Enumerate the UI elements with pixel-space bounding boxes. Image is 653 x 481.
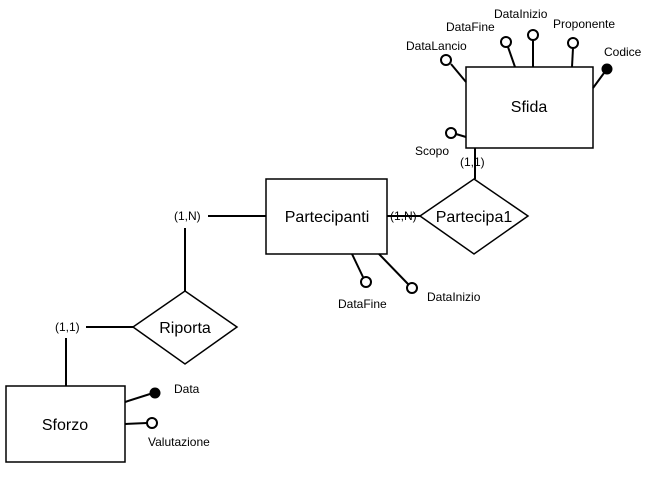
relationship-riporta: Riporta: [131, 290, 239, 365]
relationship-riporta-diamond: [131, 290, 239, 365]
attr-marker-datainizio-partecipanti: [406, 282, 418, 294]
attr-line-datainizio-partecipanti: [378, 253, 409, 285]
attr-marker-data: [149, 387, 161, 399]
entity-sforzo: Sforzo: [5, 385, 126, 463]
relationship-partecipa1-label: Partecipa1: [436, 209, 513, 226]
cardinality-sforzo-riporta: (1,1): [55, 320, 80, 334]
entity-partecipanti-box: [265, 178, 388, 255]
attr-label-data: Data: [174, 382, 200, 396]
entity-partecipanti-label: Partecipanti: [285, 209, 370, 226]
attr-line-datafine-partecipanti: [351, 253, 364, 278]
entity-partecipanti: Partecipanti: [265, 178, 388, 255]
entity-sfida-box: [465, 66, 594, 149]
entity-sforzo-label: Sforzo: [42, 417, 88, 434]
relationship-partecipa1-diamond: [418, 178, 530, 255]
partecipanti-attributes: DataFine DataInizio: [338, 253, 481, 311]
cardinality-sfida-partecipa1: (1,1): [460, 155, 485, 169]
attr-marker-scopo: [445, 127, 457, 139]
attr-label-datainizio-partecipanti: DataInizio: [427, 290, 481, 304]
attr-label-datafine-sfida: DataFine: [446, 20, 495, 34]
attr-label-valutazione: Valutazione: [148, 435, 210, 449]
attr-line-proponente: [571, 47, 574, 68]
cardinality-partecipanti-partecipa1: (1,N): [390, 209, 417, 223]
entity-sfida: Sfida: [465, 66, 594, 149]
attr-label-codice: Codice: [604, 45, 642, 59]
cardinality-partecipanti-riporta: (1,N): [174, 209, 201, 223]
entity-sfida-label: Sfida: [511, 99, 548, 116]
attr-label-proponente: Proponente: [553, 17, 615, 31]
attr-line-valutazione: [124, 422, 148, 425]
connections: [65, 148, 476, 386]
attr-label-datalancio: DataLancio: [406, 39, 467, 53]
cardinalities: (1,1) (1,N) (1,N) (1,1): [55, 155, 485, 334]
attr-line-data: [124, 393, 151, 403]
relationship-riporta-label: Riporta: [159, 320, 211, 337]
attr-marker-datafine-sfida: [500, 36, 512, 48]
attr-label-datainizio-sfida: DataInizio: [494, 7, 548, 21]
attr-label-scopo: Scopo: [415, 144, 449, 158]
relationship-partecipa1: Partecipa1: [418, 178, 530, 255]
sfida-attributes: DataLancio DataFine DataInizio Proponent…: [406, 7, 642, 158]
attr-label-datafine-partecipanti: DataFine: [338, 297, 387, 311]
attr-marker-datainizio-sfida: [527, 29, 539, 41]
attr-line-datalancio: [450, 63, 467, 83]
attr-line-codice: [592, 72, 605, 89]
attr-marker-valutazione: [146, 417, 158, 429]
attr-line-scopo: [455, 133, 467, 138]
attr-marker-codice: [601, 63, 613, 75]
attr-line-datafine-sfida: [507, 46, 516, 68]
sforzo-attributes: Data Valutazione: [124, 382, 210, 449]
attr-marker-datafine-partecipanti: [360, 276, 372, 288]
attr-marker-datalancio: [440, 54, 452, 66]
attr-marker-proponente: [567, 37, 579, 49]
